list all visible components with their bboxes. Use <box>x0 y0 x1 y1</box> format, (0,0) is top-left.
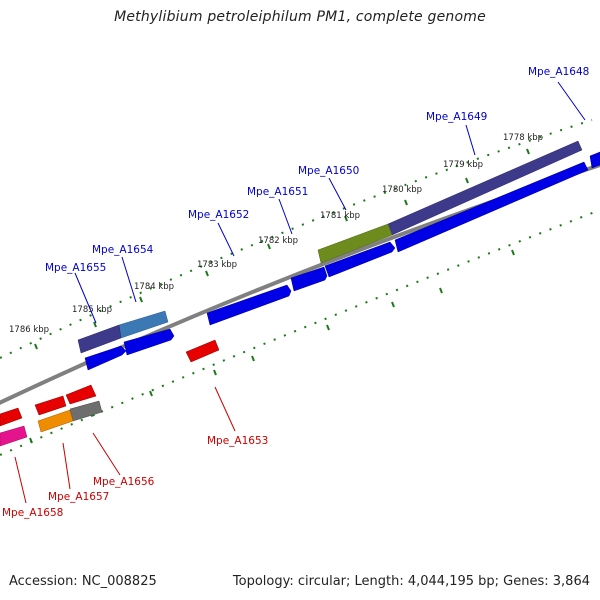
gene-label-reverse[interactable]: Mpe_A1658 <box>2 507 63 519</box>
forward-leader-lines <box>74 81 586 324</box>
scale-label: 1781 kbp <box>320 211 360 221</box>
gene-bar[interactable] <box>37 409 74 433</box>
reverse-leader-lines <box>14 386 236 504</box>
inner-major-ticks <box>29 249 515 444</box>
gene-bar[interactable] <box>77 324 122 354</box>
gene-arrow[interactable] <box>123 328 175 356</box>
gene-arrow[interactable] <box>324 241 396 278</box>
scale-label: 1782 kbp <box>258 236 298 246</box>
gene-label-reverse[interactable]: Mpe_A1656 <box>93 476 155 488</box>
gene-label-reverse[interactable]: Mpe_A1653 <box>207 435 268 447</box>
scale-label: 1784 kbp <box>134 282 174 292</box>
gene-arrow[interactable] <box>65 384 97 405</box>
scale-label: 1778 kbp <box>503 133 543 143</box>
gene-label-forward[interactable]: Mpe_A1649 <box>426 111 487 123</box>
scale-label: 1786 kbp <box>9 325 49 335</box>
gene-label-forward[interactable]: Mpe_A1655 <box>45 262 106 274</box>
gene-arrow[interactable] <box>394 161 589 253</box>
gene-arrow[interactable] <box>185 339 220 363</box>
gene-label-forward[interactable]: Mpe_A1648 <box>528 66 589 78</box>
gene-label-reverse[interactable]: Mpe_A1657 <box>48 491 109 503</box>
gene-bar[interactable] <box>0 425 28 447</box>
gene-arrow[interactable] <box>290 266 328 292</box>
scale-label: 1780 kbp <box>382 185 422 195</box>
gene-arrow[interactable] <box>0 407 23 427</box>
scale-label: 1785 kbp <box>72 305 112 315</box>
gene-arrow[interactable] <box>34 395 67 416</box>
scale-label: 1783 kbp <box>197 260 237 270</box>
gene-label-forward[interactable]: Mpe_A1654 <box>92 244 154 256</box>
forward-outer-row <box>77 140 583 354</box>
forward-inner-row <box>84 151 600 371</box>
outer-major-ticks <box>34 148 530 350</box>
gene-arrow[interactable] <box>206 284 292 326</box>
gene-label-forward[interactable]: Mpe_A1652 <box>188 209 249 221</box>
reverse-genes <box>0 339 220 447</box>
gene-label-forward[interactable]: Mpe_A1650 <box>298 165 359 177</box>
inner-tick-track <box>0 209 600 456</box>
scale-label: 1779 kbp <box>443 160 483 170</box>
outer-tick-track <box>0 119 593 359</box>
genome-summary-text: Topology: circular; Length: 4,044,195 bp… <box>232 574 590 589</box>
map-title: Methylibium petroleiphilum PM1, complete… <box>114 9 486 25</box>
accession-text: Accession: NC_008825 <box>9 574 157 589</box>
gene-label-forward[interactable]: Mpe_A1651 <box>247 186 308 198</box>
gene-bar[interactable] <box>69 400 103 422</box>
gene-bar[interactable] <box>317 223 393 264</box>
gene-arrow[interactable] <box>589 151 600 169</box>
gene-arrow[interactable] <box>84 345 127 371</box>
